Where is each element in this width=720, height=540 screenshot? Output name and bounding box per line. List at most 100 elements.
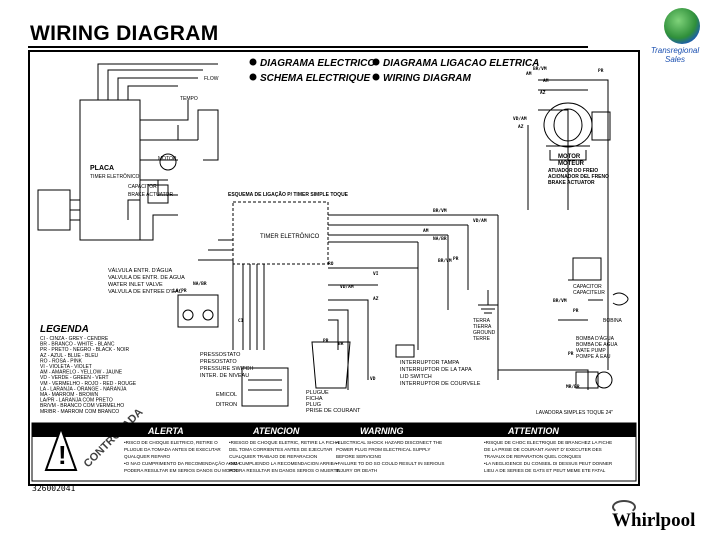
wire-label: BR/VM [433, 208, 447, 214]
warning-line: CUALQUIER TRABAJO DE REPARACION [229, 454, 317, 459]
warning-header-band [32, 423, 636, 437]
motor-left-label: MOTOR [158, 156, 177, 162]
warning-line: •RISCO DE CHOQUE ELETRICO, RETIRE O [124, 440, 218, 445]
legend-title-en: WIRING DIAGRAM [383, 73, 471, 84]
wire-label: VD/AM [340, 284, 354, 290]
lid-switch-label-3: LID SWITCH [400, 374, 432, 380]
warning-line: LIEU A DE SERIES DE GATS ET PEUT MEME ET… [484, 468, 606, 473]
whirlpool-swirl-icon [612, 500, 636, 514]
page-title: WIRING DIAGRAM [30, 22, 219, 45]
wire-label: PR [598, 68, 604, 74]
emicol-label: EMICOL [216, 392, 237, 398]
wire-label: AZ [373, 296, 379, 302]
warning-line: BEFORE SERVICING [336, 454, 382, 459]
wire-label: PR [573, 308, 579, 314]
flow-label: FLOW [204, 76, 219, 82]
timer-eletronico-left-label: TIMER ELETRÔNICO [90, 173, 140, 180]
title-underline [28, 46, 588, 48]
plug-label-4: PRISE DE COURANT [306, 408, 361, 414]
warning-triangle-icon [44, 425, 78, 471]
lid-switch-label-4: INTERRUPTOR DE COURVELE [400, 381, 481, 387]
pump-label-1: BOMBA D'ÁGUA [576, 335, 615, 342]
globe-logo-icon [664, 8, 700, 44]
wire-label: LA/PR [173, 288, 187, 294]
warning-title: ATTENTION [507, 426, 559, 436]
wire-label: BR/VM [553, 298, 567, 304]
press-label-4: INTER. DE NIVEAU [200, 373, 249, 379]
wiring-diagram-sheet: DIAGRAMA ELECTRICO SCHEMA ELECTRIQUE DIA… [28, 50, 640, 486]
warning-frame [31, 422, 637, 482]
capacitor-label-2: CAPACITEUR [573, 290, 605, 296]
warning-line: INJURY OR DEATH [336, 468, 377, 473]
motor-right-symbol [543, 102, 611, 161]
warning-line: •RIESGO DE CHOQUE ELETRIC, RETIRE LA FIC… [229, 440, 340, 445]
legenda-row: MA - MARROM - BROWN [40, 392, 98, 398]
legenda-row: LA - LARANJA - ORANGE - NARANJA [40, 386, 127, 392]
placa-label: PLACA [90, 165, 114, 172]
warning-line: PODRA RESULTAR EN DANOS SERIOS O MUERTE [229, 468, 340, 473]
warning-line: •ELECTRICAL SHOCK HAZARD DISCONECT THE [336, 440, 442, 445]
brand-logo: Whirlpool [612, 510, 696, 531]
wire-label: AM [423, 228, 429, 234]
warning-line: DEL TOMA CORRIENTES ANTES DE EJECUTAR [229, 447, 333, 452]
legend-title-br: DIAGRAMA LIGACAO ELETRICA [383, 58, 539, 69]
capacitor-left-label: CAPACITOR [128, 184, 157, 190]
wire-label: MR/BR [566, 384, 580, 390]
bullet-icon [249, 73, 257, 81]
bullet-icon [372, 73, 380, 81]
plug-label-2: FICHA [306, 396, 323, 402]
legend-title-fr: SCHEMA ELECTRIQUE [260, 73, 371, 84]
timer-label: TIMER ELETRÔNICO [260, 233, 320, 240]
plug-label-1: PLUGUE [306, 390, 329, 396]
ditron-label: DITRON [216, 402, 237, 408]
moteur-label: MOTEUR [558, 161, 585, 167]
capacitor-label-1: CAPACITOR [573, 284, 602, 290]
ground-symbol-icon [478, 290, 498, 314]
warning-title: WARNING [360, 426, 404, 436]
warning-line: QUALQUER REPARO [124, 454, 171, 459]
warning-columns: ALERTA•RISCO DE CHOQUE ELETRICO, RETIRE … [124, 426, 613, 473]
wire-label: RO [328, 261, 334, 267]
legenda-row: AM - AMARELO - YELLOW - JAUNE [40, 370, 123, 376]
wire-label: BR/VM [438, 258, 452, 264]
terra-label-2: TIERRA [473, 324, 492, 330]
warning-line: TRAVAUX DE REPARATION QUEL CONQUES [484, 454, 581, 459]
legenda-row: VD - VERDE - GREEN - VERT [40, 375, 109, 381]
logo-tagline: Transregional Sales [640, 46, 710, 64]
warning-line: PLUGUE DA TOMADA ANTES DE EXECUTAR [124, 447, 221, 452]
legenda-row: BR - BRANCO - WHITE - BLANC [40, 342, 115, 348]
pump-label-2: BOMBA DE AGUA [576, 342, 618, 348]
wire-label: AZ [518, 124, 524, 130]
exclamation-icon: ! [58, 440, 67, 470]
left-panel-wiring [37, 63, 219, 241]
lid-switch-label-2: INTERRUPTOR DE LA TAPA [400, 367, 472, 373]
wire-label: PR [453, 256, 459, 262]
tagline-line-2: Sales [664, 55, 685, 64]
legenda-row: VI - VIOLETA - VIOLET [40, 364, 92, 370]
bullet-icon [249, 58, 257, 66]
wire-label: AM [543, 78, 549, 84]
plug-label-3: PLUG [306, 402, 321, 408]
valve-label-2: VALVULA DE ENTR. DE AGUA [108, 275, 185, 281]
legenda-title: LEGENDA [40, 324, 89, 335]
legenda-row: VM - VERMELHO - ROJO - RED - ROUGE [40, 381, 137, 387]
warning-line: •NO CUMPLIENDO LA RECOMENDACION ARRIBA [229, 461, 338, 466]
bobina-coil-icon [612, 292, 629, 306]
wire-label: BR/VM [533, 66, 547, 72]
legend-title-pt: DIAGRAMA ELECTRICO [260, 58, 375, 69]
pump-label-4: POMPE À EAU [576, 353, 611, 360]
tempo-label: TEMPO [180, 96, 198, 102]
terra-label-3: GROUND [473, 330, 496, 336]
legenda-row: MR/BR - MARROM COM BRANCO [40, 409, 119, 415]
valve-symbol [177, 294, 219, 328]
wire-label: NA/BR [433, 236, 447, 242]
wire-label: VI [373, 271, 379, 277]
warning-title: ATENCION [252, 426, 300, 436]
terra-label-4: TERRE [473, 336, 491, 342]
lid-switch-symbol [395, 344, 415, 358]
capacitor-symbol [572, 257, 602, 281]
press-label-3: PRESSURE SWITCH [200, 366, 254, 372]
press-label-2: PRESOSTATO [200, 359, 237, 365]
